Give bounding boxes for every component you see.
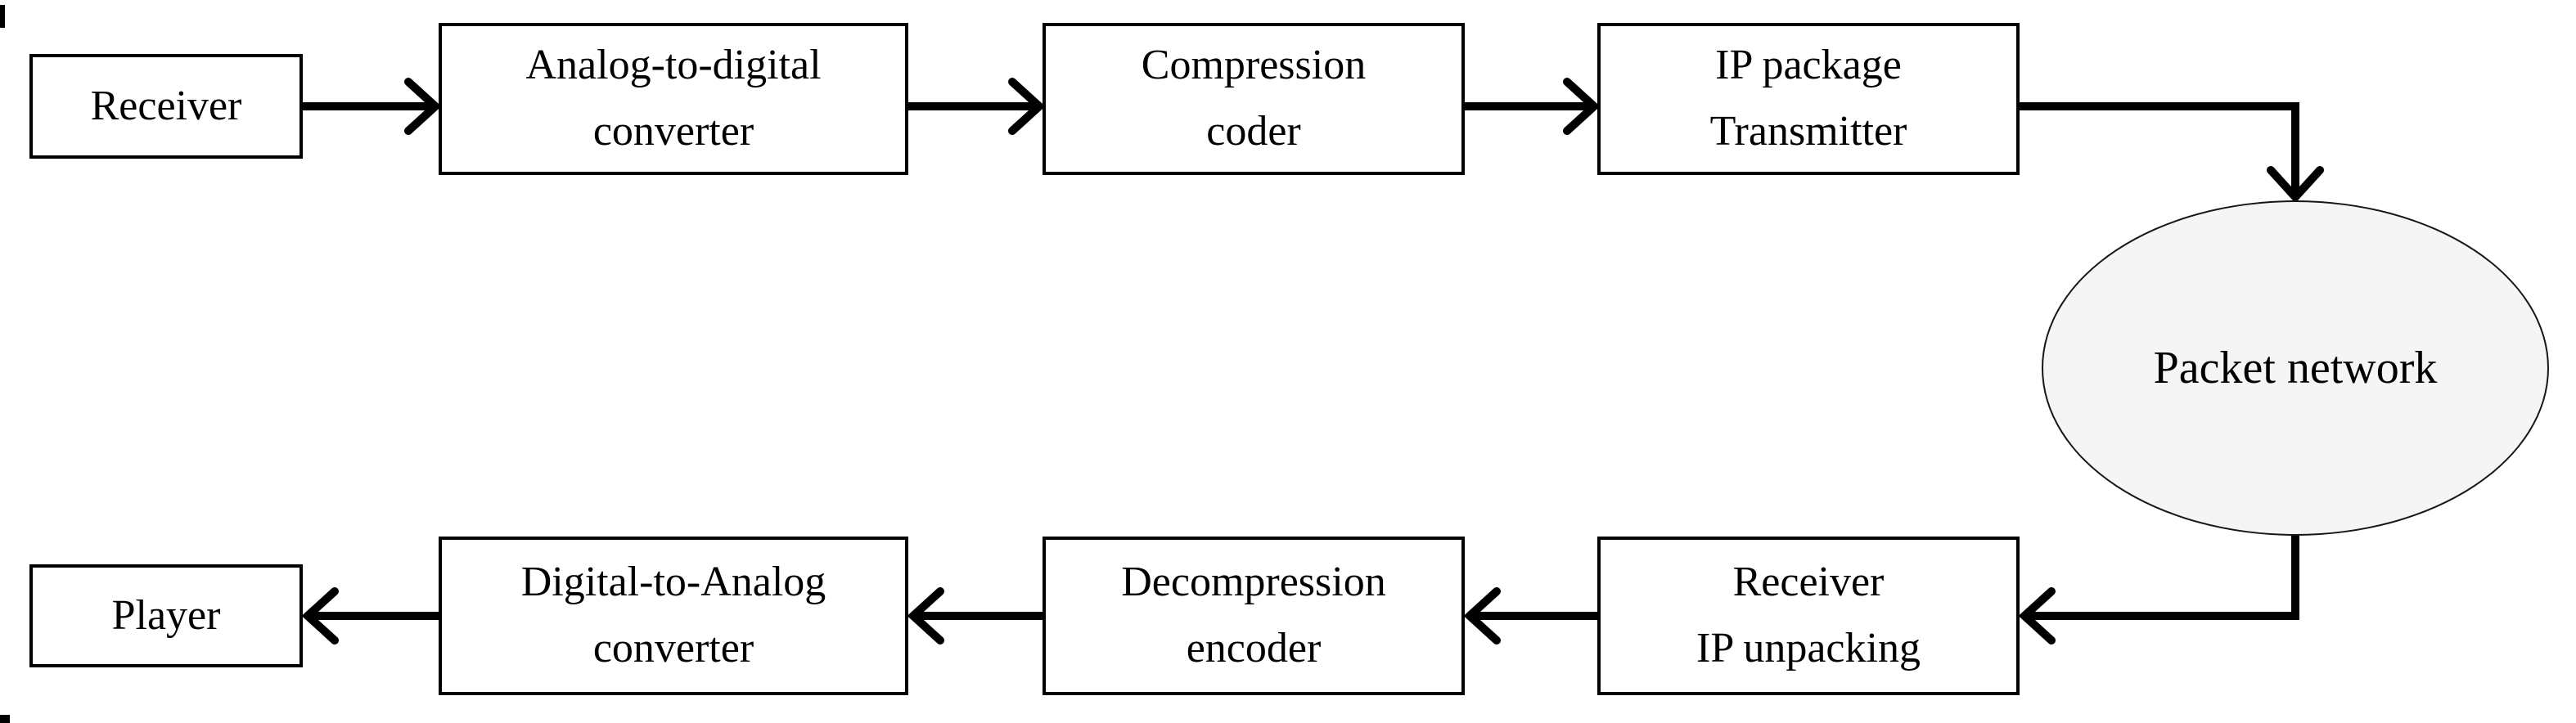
node-label: Compression	[1141, 42, 1367, 89]
node-player: Player	[29, 564, 303, 667]
node-label: Receiver	[90, 82, 242, 129]
node-label: Decompression	[1121, 559, 1386, 606]
edge-packet-network-to-receiver-ip	[2018, 536, 2299, 644]
node-digital-to-analog-converter: Digital-to-Analog converter	[439, 537, 908, 695]
node-receiver: Receiver	[29, 54, 303, 159]
node-label: encoder	[1186, 625, 1322, 671]
node-label: Player	[111, 591, 221, 639]
scan-artifact-top-left	[0, 5, 5, 28]
node-receiver-ip-unpacking: Receiver IP unpacking	[1597, 537, 2020, 695]
node-label: Transmitter	[1709, 108, 1907, 155]
edge-ip-package-to-packet-network	[2020, 102, 2324, 204]
node-analog-to-digital-converter: Analog-to-digital converter	[439, 23, 908, 175]
node-label: IP unpacking	[1696, 625, 1921, 671]
node-compression-coder: Compression coder	[1043, 23, 1465, 175]
node-label: Receiver	[1732, 559, 1885, 606]
node-label: converter	[592, 108, 754, 155]
node-label: converter	[592, 625, 754, 671]
node-label: IP package	[1715, 42, 1902, 89]
scan-artifact-bottom-left	[0, 715, 10, 723]
node-label: Digital-to-Analog	[520, 559, 826, 606]
node-label: Analog-to-digital	[525, 42, 822, 89]
node-decompression-encoder: Decompression encoder	[1043, 537, 1465, 695]
node-label: Packet network	[2153, 342, 2438, 393]
node-ip-package-transmitter: IP package Transmitter	[1597, 23, 2020, 175]
node-packet-network: Packet network	[2042, 200, 2549, 536]
node-label: coder	[1206, 108, 1301, 155]
